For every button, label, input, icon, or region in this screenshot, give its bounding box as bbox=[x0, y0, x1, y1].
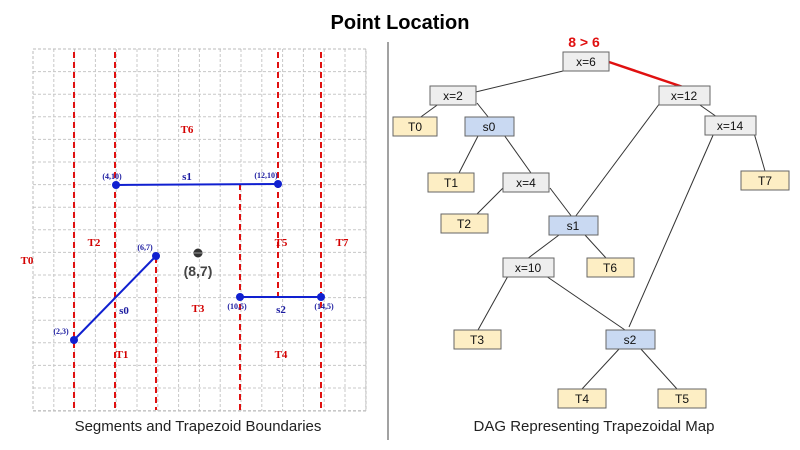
coord-label-s0-q: (6,7) bbox=[137, 243, 153, 252]
edge-x4-T2 bbox=[474, 187, 504, 217]
segment-label-s2: s2 bbox=[276, 304, 286, 316]
trapezoid-label-t4: T4 bbox=[275, 349, 288, 361]
segments bbox=[73, 183, 321, 341]
query-point-marker bbox=[193, 248, 203, 258]
dag-leaf-T3-label: T3 bbox=[470, 333, 484, 347]
dag-leaf-T0 bbox=[392, 116, 438, 137]
dag-leaf-T6-label: T6 bbox=[603, 261, 617, 275]
left-caption: Segments and Trapezoid Boundaries bbox=[75, 418, 322, 435]
dag-node-s1-label: s1 bbox=[567, 219, 580, 233]
grid bbox=[33, 49, 367, 412]
edge-x6-x12-highlight bbox=[608, 60, 684, 89]
dag-node-s0 bbox=[464, 116, 515, 137]
search-dag: 8 > 6 x=6 x=2 x=12 x=14 bbox=[392, 34, 790, 435]
endpoint-s2-q bbox=[317, 293, 325, 301]
coord-label-s1-p: (4,10) bbox=[102, 172, 122, 181]
dag-node-x6 bbox=[562, 51, 610, 72]
dag-leaf-T6 bbox=[586, 257, 635, 278]
edge-x4-s1 bbox=[549, 187, 573, 218]
trapezoid-label-t2: T2 bbox=[88, 237, 101, 249]
edge-x10-s2 bbox=[545, 275, 626, 331]
dag-node-s2-label: s2 bbox=[624, 333, 637, 347]
query-point-label: (8,7) bbox=[184, 263, 213, 279]
dag-node-x4 bbox=[502, 172, 550, 193]
dag-node-x14 bbox=[704, 115, 757, 136]
dag-node-x12 bbox=[658, 85, 711, 106]
edge-s1-T6 bbox=[584, 234, 607, 259]
comparison-label: 8 > 6 bbox=[568, 34, 600, 50]
trapezoid-label-t0: T0 bbox=[21, 255, 34, 267]
dag-leaf-T1-label: T1 bbox=[444, 176, 458, 190]
dag-leaf-T0-label: T0 bbox=[408, 120, 422, 134]
dag-node-x14-label: x=14 bbox=[717, 119, 744, 133]
segment-s1-line bbox=[115, 183, 279, 186]
edge-x2-T0 bbox=[417, 102, 441, 120]
trapezoid-label-t7: T7 bbox=[336, 237, 349, 249]
segment-label-s0: s0 bbox=[119, 305, 129, 317]
coord-label-s2-p: (10,5) bbox=[227, 302, 247, 311]
dag-leaf-T7 bbox=[740, 170, 790, 191]
edge-s1-x10 bbox=[526, 234, 560, 260]
segment-s0-line bbox=[73, 255, 157, 341]
dag-leaf-T2-label: T2 bbox=[457, 217, 471, 231]
coord-label-s1-q: (12,10) bbox=[254, 171, 278, 180]
dag-leaf-T5-label: T5 bbox=[675, 392, 689, 406]
endpoint-s2-p bbox=[236, 293, 244, 301]
dag-leaf-T3 bbox=[453, 329, 502, 350]
edge-x10-T3 bbox=[477, 275, 509, 331]
dag-node-s1 bbox=[548, 215, 599, 236]
segment-label-s1: s1 bbox=[182, 171, 192, 183]
dag-node-x10 bbox=[502, 257, 555, 278]
edge-s0-T1 bbox=[458, 135, 479, 174]
edge-x14-s2 bbox=[628, 132, 715, 328]
dag-node-s2 bbox=[605, 329, 656, 350]
coord-label-s2-q: (14,5) bbox=[314, 302, 334, 311]
dag-leaf-T4 bbox=[557, 388, 607, 409]
endpoint-s1-q bbox=[274, 180, 282, 188]
trapezoid-label-t6: T6 bbox=[181, 124, 194, 136]
dag-leaf-T2 bbox=[440, 213, 489, 234]
dag-leaf-T5 bbox=[657, 388, 707, 409]
endpoint-s0-p bbox=[70, 336, 78, 344]
dag-node-x6-label: x=6 bbox=[576, 55, 596, 69]
figure-title: Point Location bbox=[331, 12, 470, 34]
endpoint-s1-p bbox=[112, 181, 120, 189]
dag-node-x12-label: x=12 bbox=[671, 89, 698, 103]
edge-s0-x4 bbox=[503, 134, 532, 174]
dag-node-x2-label: x=2 bbox=[443, 89, 463, 103]
edge-x12-s1 bbox=[574, 102, 661, 218]
dag-leaf-T1 bbox=[427, 172, 475, 193]
dag-node-s0-label: s0 bbox=[483, 120, 496, 134]
right-caption: DAG Representing Trapezoidal Map bbox=[474, 418, 715, 435]
dag-node-x2 bbox=[429, 85, 477, 106]
dag-leaf-T4-label: T4 bbox=[575, 392, 589, 406]
endpoint-s0-q bbox=[152, 252, 160, 260]
dag-node-x10-label: x=10 bbox=[515, 261, 542, 275]
trapezoid-label-t3: T3 bbox=[192, 303, 205, 315]
trapezoid-label-t1: T1 bbox=[116, 349, 129, 361]
edge-s2-T4 bbox=[581, 347, 621, 390]
edge-x14-T7 bbox=[753, 132, 766, 172]
dag-node-x4-label: x=4 bbox=[516, 176, 536, 190]
coord-label-s0-p: (2,3) bbox=[53, 327, 69, 336]
edge-s2-T5 bbox=[639, 347, 678, 390]
dag-edges bbox=[417, 70, 766, 390]
edge-x2-s0 bbox=[476, 102, 490, 119]
trapezoid-map: s0 s1 s2 (2,3) (6,7) (4,10) (12,10) (10,… bbox=[21, 48, 367, 435]
trapezoid-label-t5: T5 bbox=[275, 237, 288, 249]
grid-border bbox=[32, 48, 367, 412]
segment-endpoints bbox=[70, 180, 325, 344]
dag-leaf-T7-label: T7 bbox=[758, 174, 772, 188]
